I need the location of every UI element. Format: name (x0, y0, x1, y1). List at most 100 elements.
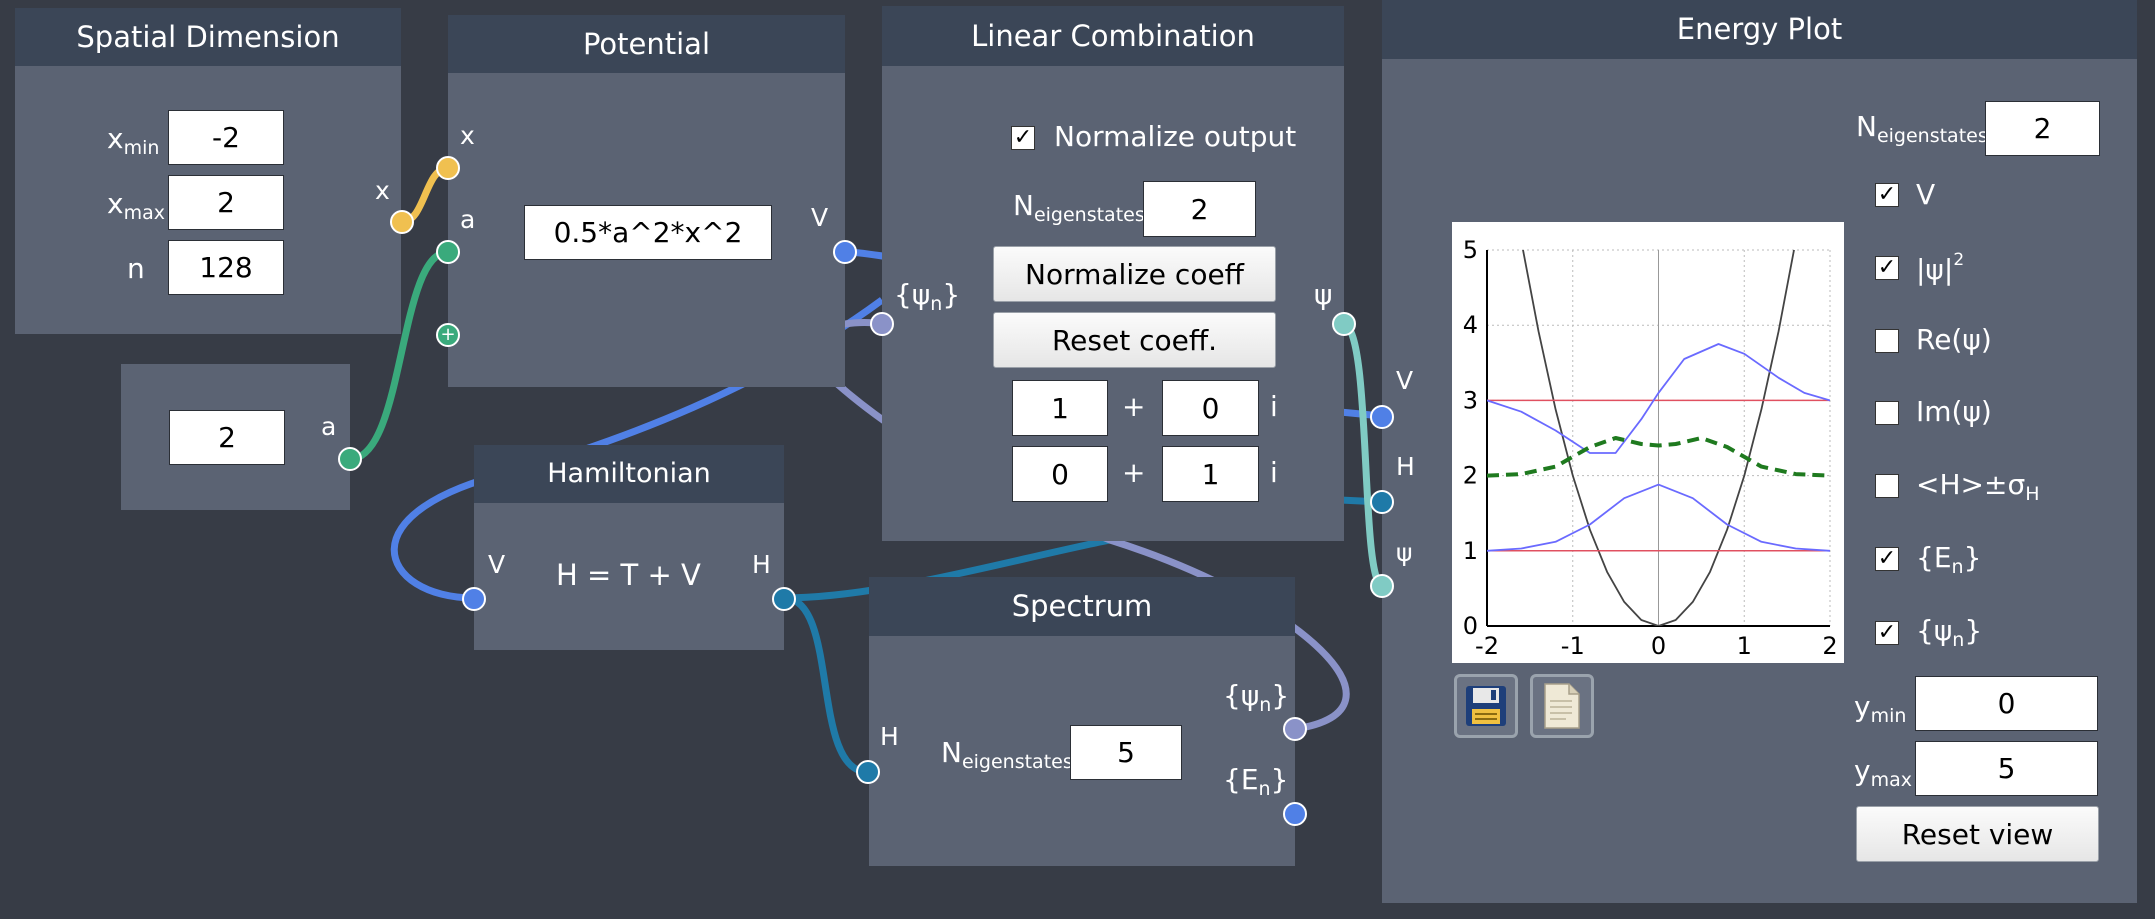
potential-expression-input[interactable]: 0.5*a^2*x^2 (524, 205, 772, 260)
show-im-psi-label: Im(ψ) (1916, 395, 1992, 428)
document-icon (1544, 683, 1580, 729)
show-v-checkbox[interactable]: ✓ (1875, 183, 1899, 207)
show-expectation-checkbox[interactable] (1875, 474, 1899, 498)
linear-combination-title: Linear Combination (882, 6, 1344, 66)
coeff-1-imag-input[interactable]: 0 (1162, 380, 1259, 436)
potential-in-x-label: x (460, 121, 475, 150)
normalize-output-checkbox[interactable]: ✓ (1011, 126, 1035, 150)
potential-title: Potential (448, 15, 845, 73)
hamiltonian-node[interactable]: Hamiltonian V H = T + V H (474, 445, 784, 650)
energy-in-h-label: H (1396, 452, 1415, 481)
xmax-input[interactable]: 2 (168, 175, 284, 230)
coeff-2-plus: + (1122, 456, 1146, 489)
potential-in-x-port[interactable] (436, 156, 460, 180)
linear-n-eigenstates-input[interactable]: 2 (1143, 181, 1256, 237)
show-eigenstates-label: {ψn} (1916, 614, 1983, 651)
series-potential-0 (1522, 250, 1795, 626)
spectrum-in-h-port[interactable] (856, 760, 880, 784)
x-tick-label: 0 (1651, 632, 1666, 660)
show-energies-label: {En} (1916, 541, 1982, 578)
energy-plot-node[interactable]: Energy Plot V H ψ Neigenstates 2 ✓ V ✓ |… (1382, 0, 2137, 903)
save-icon (1466, 686, 1506, 726)
linear-in-psin-port[interactable] (870, 312, 894, 336)
show-re-psi-checkbox[interactable] (1875, 329, 1899, 353)
spectrum-out-en-label: {En} (1223, 763, 1289, 800)
linear-combination-node[interactable]: Linear Combination ✓ Normalize output Ne… (882, 6, 1344, 541)
reset-view-button[interactable]: Reset view (1856, 806, 2099, 862)
normalize-coeff-button[interactable]: Normalize coeff (993, 246, 1276, 302)
energy-plot-title: Energy Plot (1382, 0, 2137, 59)
hamiltonian-out-h-port[interactable] (772, 587, 796, 611)
coeff-1-plus: + (1122, 390, 1146, 423)
x-tick-label: 1 (1737, 632, 1752, 660)
energy-in-v-label: V (1396, 366, 1414, 395)
coeff-1-real-input[interactable]: 1 (1012, 380, 1108, 436)
ymin-label: ymin (1854, 690, 1907, 727)
ymin-input[interactable]: 0 (1915, 676, 2098, 731)
constant-out-a-label: a (321, 412, 337, 441)
linear-in-psin-label: {ψn} (894, 278, 961, 315)
y-tick-label: 1 (1463, 537, 1478, 565)
spectrum-out-psin-label: {ψn} (1223, 679, 1290, 716)
potential-node[interactable]: Potential x a 0.5*a^2*x^2 V (448, 15, 845, 387)
potential-in-a-label: a (460, 205, 476, 234)
normalize-output-label: Normalize output (1054, 120, 1297, 153)
export-button[interactable] (1530, 674, 1594, 738)
spectrum-n-eigenstates-input[interactable]: 5 (1070, 725, 1182, 780)
spectrum-node[interactable]: Spectrum H Neigenstates 5 {ψn} {En} (869, 577, 1295, 866)
show-energies-checkbox[interactable]: ✓ (1875, 547, 1899, 571)
show-im-psi-checkbox[interactable] (1875, 401, 1899, 425)
potential-out-v-port[interactable] (833, 240, 857, 264)
spectrum-out-en-port[interactable] (1283, 802, 1307, 826)
y-tick-label: 5 (1463, 236, 1478, 264)
linear-out-psi-port[interactable] (1332, 312, 1356, 336)
energy-n-eigenstates-label: Neigenstates (1856, 110, 1988, 147)
xmax-label: xmax (107, 187, 165, 224)
xmin-input[interactable]: -2 (168, 110, 284, 165)
x-tick-label: 2 (1822, 632, 1837, 660)
constant-out-a-port[interactable] (338, 447, 362, 471)
hamiltonian-in-v-port[interactable] (462, 587, 486, 611)
energy-n-eigenstates-input[interactable]: 2 (1985, 101, 2100, 156)
spatial-out-x-port[interactable] (390, 210, 414, 234)
linear-n-eigenstates-label: Neigenstates (1013, 189, 1145, 226)
coeff-2-real-input[interactable]: 0 (1012, 446, 1108, 502)
save-button[interactable] (1454, 674, 1518, 738)
series-combination-5 (1487, 436, 1830, 478)
xmin-label: xmin (107, 122, 160, 159)
constant-input[interactable]: 2 (169, 410, 285, 465)
energy-in-psi-port[interactable] (1370, 574, 1394, 598)
coeff-2-imag-input[interactable]: 1 (1162, 446, 1259, 502)
hamiltonian-in-v-label: V (488, 550, 506, 579)
y-tick-label: 2 (1463, 462, 1478, 490)
spectrum-in-h-label: H (880, 722, 899, 751)
coeff-1-i: i (1270, 390, 1278, 423)
show-psi-squared-checkbox[interactable]: ✓ (1875, 256, 1899, 280)
spatial-dimension-title: Spatial Dimension (15, 8, 401, 66)
n-input[interactable]: 128 (168, 240, 284, 295)
energy-in-psi-label: ψ (1396, 538, 1413, 567)
x-tick-label: -2 (1475, 632, 1499, 660)
energy-in-v-port[interactable] (1370, 405, 1394, 429)
y-tick-label: 4 (1463, 311, 1478, 339)
spectrum-n-eigenstates-label: Neigenstates (941, 736, 1073, 773)
show-eigenstates-checkbox[interactable]: ✓ (1875, 621, 1899, 645)
potential-add-port[interactable]: + (436, 323, 460, 347)
spectrum-out-psin-port[interactable] (1283, 717, 1307, 741)
energy-in-h-port[interactable] (1370, 490, 1394, 514)
reset-coeff-button[interactable]: Reset coeff. (993, 312, 1276, 368)
ymax-input[interactable]: 5 (1915, 741, 2098, 796)
spatial-dimension-node[interactable]: Spatial Dimension xmin -2 xmax 2 n 128 x (15, 8, 401, 334)
x-tick-label: -1 (1561, 632, 1585, 660)
hamiltonian-out-h-label: H (752, 550, 771, 579)
show-re-psi-label: Re(ψ) (1916, 323, 1992, 356)
wire-psi-to-energy (1341, 320, 1385, 590)
constant-node[interactable]: 2 a (121, 364, 350, 510)
show-v-label: V (1916, 178, 1936, 211)
potential-in-a-port[interactable] (436, 240, 460, 264)
series-eigenstate-3 (1487, 483, 1830, 552)
series-eigenstate-4 (1487, 343, 1830, 454)
n-label: n (127, 252, 145, 285)
hamiltonian-title: Hamiltonian (474, 445, 784, 503)
